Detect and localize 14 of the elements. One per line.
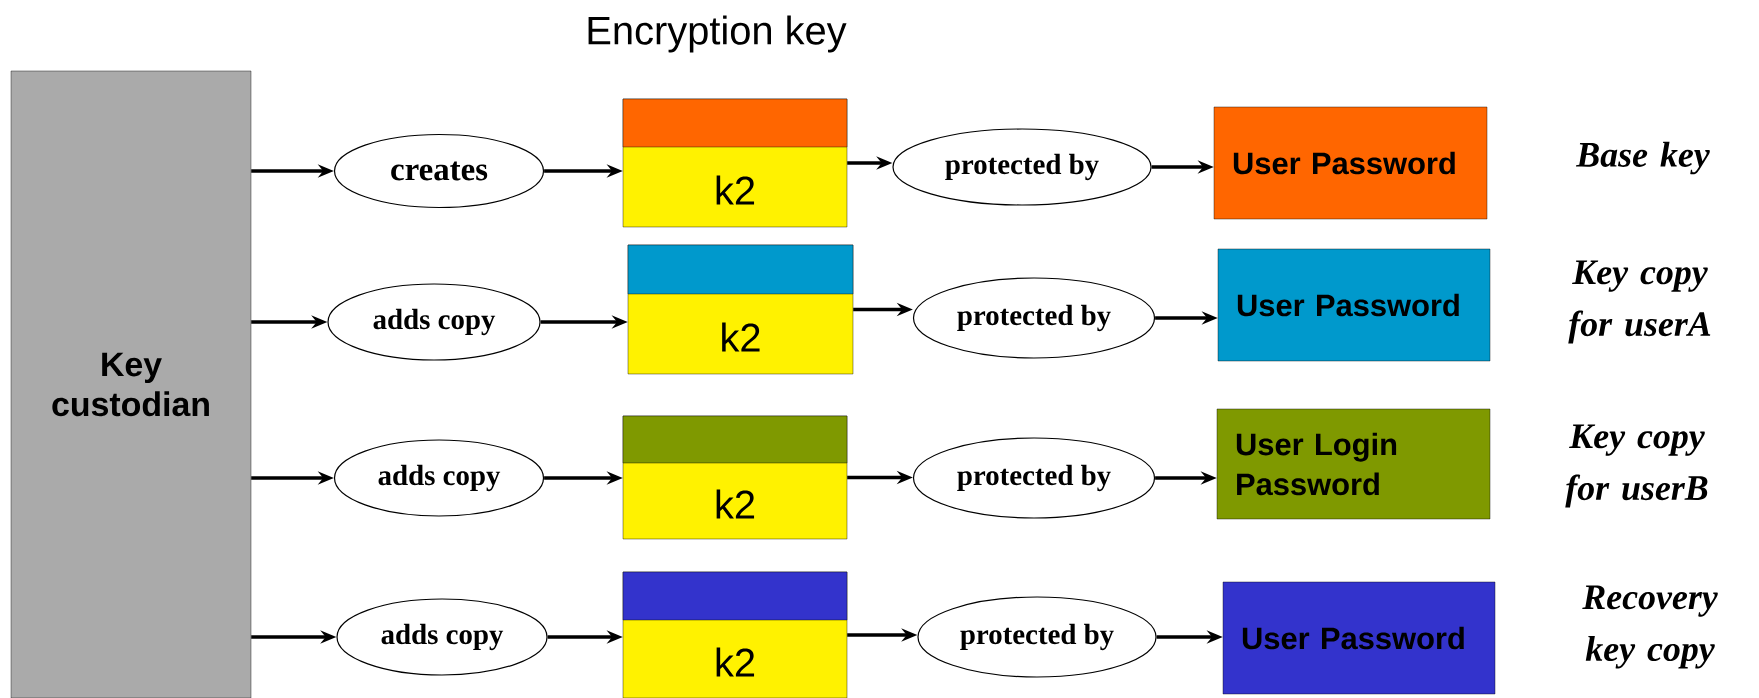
key-box: k2 (627, 244, 854, 375)
key-box: k2 (622, 98, 848, 228)
password-box: User Password (1213, 106, 1488, 220)
key-caption: Base key (1575, 141, 1710, 175)
password-box: User Password (1222, 581, 1496, 695)
heading: Encryption key (588, 15, 847, 53)
key-caption: Recovery key copy (1582, 585, 1718, 669)
key-caption: Key copy for userB (1565, 424, 1708, 508)
key-box: k2 (622, 415, 848, 540)
password-box: User Login Password (1216, 408, 1491, 520)
custodian-box: Key custodian (10, 70, 252, 698)
password-box: User Password (1217, 248, 1491, 362)
key-box: k2 (622, 571, 848, 698)
key-caption: Key copy for userA (1568, 260, 1711, 344)
